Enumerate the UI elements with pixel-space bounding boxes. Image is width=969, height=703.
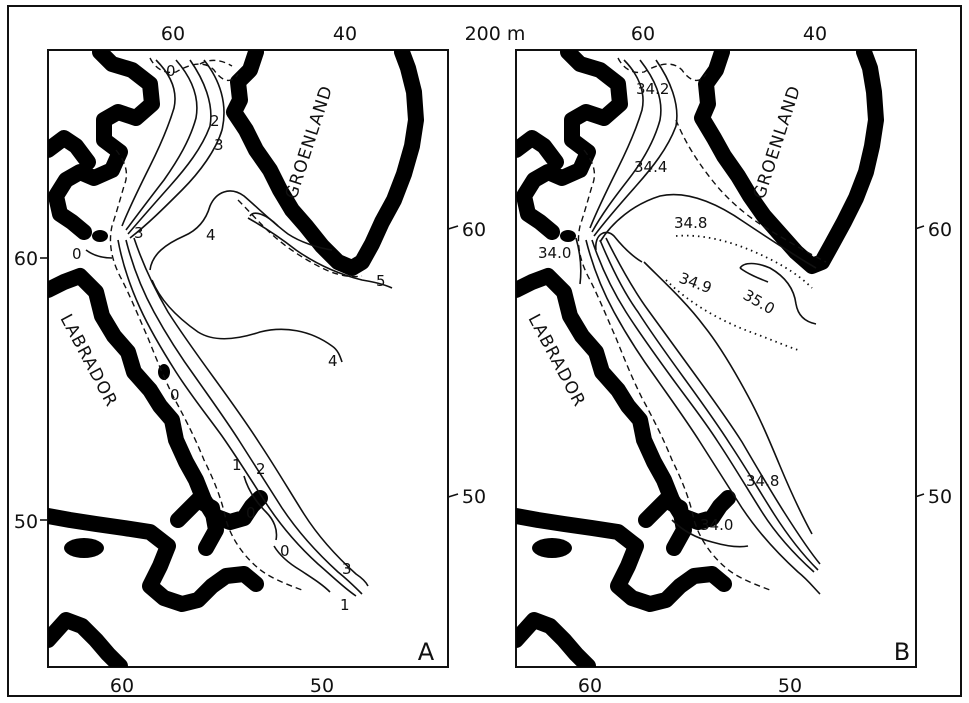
isotherm-4 [151, 279, 343, 363]
isotherm-5 [249, 212, 279, 227]
isotherm-3 [129, 59, 225, 239]
island [560, 230, 576, 242]
isohaline-34-0 [575, 237, 582, 285]
panel-a-left-tick: 50 [14, 511, 38, 533]
contour-label: 1 [232, 456, 242, 474]
newfoundland-coast [516, 508, 732, 612]
isotherm-0 [121, 59, 176, 227]
isohaline-34-8 [599, 193, 817, 269]
labrador-coast [48, 268, 268, 530]
isotherm-0 [85, 249, 113, 259]
contour-label: 5 [376, 272, 386, 290]
isohaline-34-4 [593, 59, 678, 237]
contour-label: 0 [72, 245, 82, 263]
isohaline-35-0 [739, 267, 769, 283]
isohaline-34-8 [585, 239, 821, 595]
contour-label: 34.2 [636, 80, 669, 98]
island [64, 538, 104, 558]
labrador-coast [516, 268, 736, 530]
panel-b-bottom-tick: 60 [578, 675, 602, 697]
contour-label: 34.8 [674, 214, 707, 232]
panel-a-frame [47, 49, 449, 668]
panel-b-bottom-tick: 50 [778, 675, 802, 697]
lower-coast [516, 612, 596, 667]
newfoundland-coast [638, 492, 692, 556]
isobath-200m [577, 149, 771, 591]
panel-letter-a: A [418, 638, 435, 666]
contour-label: 3 [214, 136, 224, 154]
panel-a-right-tick: 50 [462, 486, 486, 508]
isohaline-bundle [605, 237, 821, 565]
contour-label: 34.4 [634, 158, 667, 176]
isotherm-2 [125, 239, 363, 595]
isohaline-34-8 [595, 231, 643, 263]
isobath-200m [237, 199, 363, 278]
contour-label: 34.8 [746, 472, 779, 490]
isotherm-1 [117, 239, 357, 597]
contour-label: 0 [166, 62, 176, 80]
panel-a-bottom-tick: 60 [110, 675, 134, 697]
island [532, 538, 572, 558]
contour-label: 4 [206, 226, 216, 244]
panel-a-right-tick: 60 [462, 219, 486, 241]
isohaline-34-2 [591, 59, 662, 233]
panel-b-right-tick: 50 [928, 486, 952, 508]
isohaline-34-0 [671, 519, 749, 548]
figure-frame [7, 5, 962, 697]
contour-label: 2 [210, 112, 220, 130]
isotherm-0 [273, 545, 331, 593]
baffin-coast [516, 50, 628, 240]
contour-label: 0 [170, 386, 180, 404]
lower-coast [48, 612, 128, 667]
contour-label: 3 [134, 224, 144, 242]
panel-b-top-tick: 40 [803, 23, 827, 45]
isohaline-bundle [643, 261, 813, 535]
contour-label: 34.0 [700, 516, 733, 534]
isobath-200m [199, 59, 233, 67]
isotherm-1 [125, 59, 198, 231]
greenland-coast [694, 50, 884, 274]
panel-a-top-tick: 60 [161, 23, 185, 45]
panel-a: GROENLAND LABRADOR 0 2 3 3 4 5 0 0 4 2 0… [47, 49, 449, 668]
isotherm-0 [243, 475, 278, 541]
panel-a-top-tick: 40 [333, 23, 357, 45]
isotherm-2 [127, 59, 212, 235]
isohaline-bundle [591, 239, 815, 573]
isotherm-5 [247, 217, 393, 289]
isohaline-bundle [599, 239, 819, 571]
panel-b-right-tick: 60 [928, 219, 952, 241]
isotherm-4 [149, 190, 333, 271]
greenland-coast [226, 50, 424, 276]
contour-label: 1 [340, 596, 350, 614]
isobath-200m [109, 149, 303, 591]
isohaline-35-0 [739, 262, 817, 325]
contour-label: 3 [342, 560, 352, 578]
panel-b: GROENLAND LABRADOR 34.2 34.4 34.8 34.0 3… [515, 49, 917, 668]
depth-label: 200 m [465, 23, 526, 45]
contour-label: 0 [246, 504, 256, 522]
panel-a-left-tick: 60 [14, 248, 38, 270]
baffin-coast [48, 50, 160, 240]
baffin-coast [48, 130, 96, 170]
baffin-coast [516, 130, 564, 170]
island [92, 230, 108, 242]
isobath-200m [617, 57, 707, 81]
isohaline-34-2 [589, 59, 644, 229]
panel-b-top-tick: 60 [631, 23, 655, 45]
isobath-200m [149, 57, 239, 81]
contour-label: 2 [256, 460, 266, 478]
panel-letter-b: B [894, 638, 910, 666]
contour-label: 34.0 [538, 244, 571, 262]
isobath-200m [675, 119, 827, 263]
isotherm-3 [133, 237, 369, 587]
contour-label: 4 [328, 352, 338, 370]
panel-a-bottom-tick: 50 [310, 675, 334, 697]
contour-label: 0 [280, 542, 290, 560]
newfoundland-coast [170, 492, 224, 556]
newfoundland-coast [48, 508, 264, 612]
